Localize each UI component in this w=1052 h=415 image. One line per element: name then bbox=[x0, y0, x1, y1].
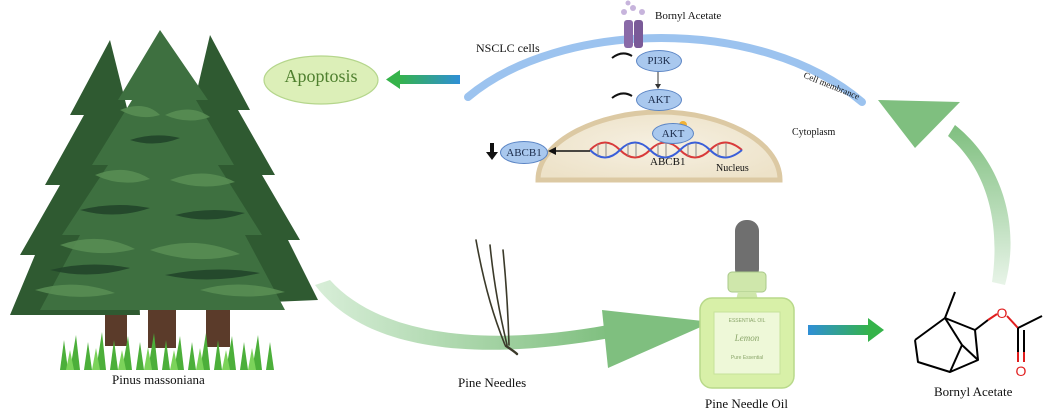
gene-expression-arrowhead bbox=[548, 147, 556, 155]
downregulation-arrow-icon bbox=[486, 143, 498, 160]
akt-nucleus-node: AKT bbox=[652, 123, 694, 144]
bornyl-acetate-structure bbox=[914, 291, 1043, 373]
bottle-sub-text: Pure Essential bbox=[730, 355, 764, 361]
tree-to-oil-arrow bbox=[315, 280, 712, 368]
cytoplasm-label: Cytoplasm bbox=[792, 127, 836, 138]
abcb1-protein-node: ABCB1 bbox=[500, 141, 548, 164]
pine-needles-illustration bbox=[475, 239, 519, 356]
activation-arc bbox=[611, 92, 633, 99]
pine-tree-illustration bbox=[10, 30, 318, 370]
nucleus-label: Nucleus bbox=[716, 163, 749, 174]
bottle-name-text: Lemon bbox=[734, 333, 760, 343]
gene-label: ABCB1 bbox=[650, 156, 686, 168]
apoptosis-label: Apoptosis bbox=[284, 66, 358, 86]
oil-bottle-illustration bbox=[699, 220, 795, 389]
bottle-brand-text: ESSENTIAL OIL bbox=[728, 318, 766, 324]
oxygen-atom-label: O bbox=[997, 305, 1008, 321]
cell-membrane bbox=[464, 34, 866, 106]
pi3k-node: PI3K bbox=[636, 50, 682, 72]
compound-to-cell-arrow bbox=[878, 100, 1011, 285]
akt-cytoplasm-node: AKT bbox=[636, 89, 682, 111]
nsclc-cells-label: NSCLC cells bbox=[476, 41, 540, 55]
nucleus bbox=[535, 109, 783, 183]
activation-arc bbox=[611, 52, 633, 59]
cell-to-apoptosis-arrow bbox=[386, 70, 460, 89]
membrane-receptor-icon bbox=[621, 0, 645, 48]
tree-label: Pinus massoniana bbox=[112, 372, 205, 387]
oil-label: Pine Needle Oil bbox=[705, 396, 789, 411]
oil-to-compound-arrow bbox=[808, 318, 884, 342]
apoptosis-bubble bbox=[263, 55, 379, 105]
compound-label: Bornyl Acetate bbox=[934, 384, 1013, 399]
oxygen-atom-label: O bbox=[1016, 363, 1027, 379]
membrane-compound-label: Bornyl Acetate bbox=[655, 10, 722, 22]
needles-label: Pine Needles bbox=[458, 375, 527, 390]
